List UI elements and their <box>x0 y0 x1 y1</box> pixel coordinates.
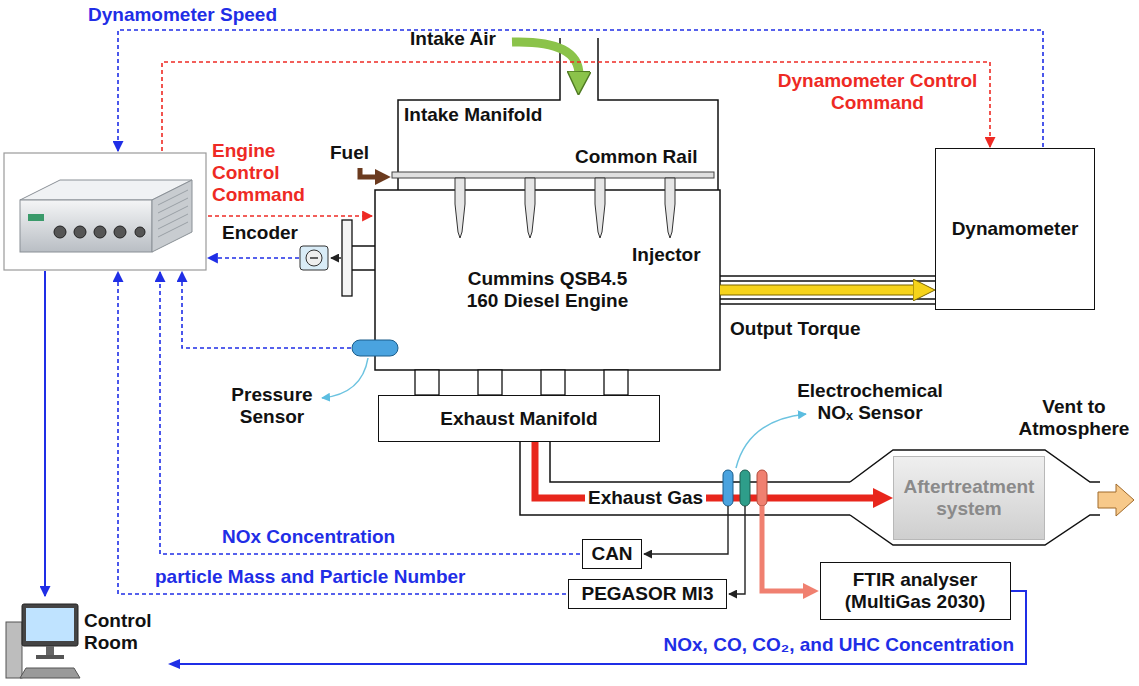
flow-label: NOx, CO, CO₂, and UHC Concentration <box>664 634 1014 656</box>
flow-label: Output Torque <box>730 318 861 340</box>
component-label: FTIR analyser (MultiGas 2030) <box>828 569 1003 613</box>
signal-label: NOx Concentration <box>222 526 395 548</box>
encoder-link <box>331 257 341 258</box>
controller-connector <box>135 227 145 237</box>
component-box: PEGASOR MI3 <box>568 579 727 609</box>
component-box: Dynamometer <box>935 148 1095 310</box>
flow-label: Exhaust Gas <box>585 487 706 509</box>
encoder-mark <box>310 257 318 259</box>
common-rail <box>392 172 714 178</box>
signal-label: Electrochemical NOₓ Sensor <box>785 380 955 424</box>
component-box: Aftertreatment system <box>893 456 1045 540</box>
controller-ridges <box>158 190 188 237</box>
exhaust-runner <box>478 370 502 395</box>
computer-screen <box>26 608 74 641</box>
signal-label: Vent to Atmosphere <box>1016 396 1132 440</box>
controller-connector <box>74 226 86 238</box>
component-box: Control Room <box>4 598 168 684</box>
flow-arrow <box>720 290 913 291</box>
controller-port <box>28 214 44 221</box>
monitor-stand <box>46 646 54 655</box>
intake-manifold-outline <box>598 38 718 190</box>
injector-symbol <box>525 178 535 238</box>
pressure-sensor-symbol <box>352 340 398 356</box>
sensor-wire <box>644 506 728 554</box>
signal-label: particle Mass and Particle Number <box>155 566 465 588</box>
crank-shaft <box>352 269 375 271</box>
flywheel-flange <box>342 220 352 296</box>
crank-shaft <box>352 245 375 247</box>
monitor-base <box>36 655 64 659</box>
exhaust-pipe <box>520 442 850 515</box>
leader-line <box>736 414 806 468</box>
component-label: Intake Manifold <box>404 104 542 126</box>
keyboard <box>20 668 80 678</box>
signal-label: Fuel <box>330 142 369 164</box>
controller-connector <box>54 226 66 238</box>
leader-line <box>322 358 368 398</box>
output-shaft <box>720 275 935 276</box>
sample-line <box>762 506 806 591</box>
encoder-disc <box>306 250 322 266</box>
intake-air-arrow <box>512 42 579 76</box>
computer-monitor <box>22 604 78 646</box>
intake-manifold-outline <box>398 38 560 190</box>
command-wire <box>162 62 990 151</box>
ftir-sample-probe <box>757 470 767 506</box>
particle-sensor-probe <box>740 470 750 506</box>
computer-icon <box>4 598 82 684</box>
component-box: Exhaust Manifold <box>378 395 660 442</box>
component-box: CAN <box>582 539 642 569</box>
component-label: CAN <box>591 543 632 565</box>
controller-side <box>152 180 192 252</box>
controller-connector <box>114 226 126 238</box>
injector-symbol <box>595 178 605 238</box>
signal-label: Injector <box>632 244 701 266</box>
component-label: Dynamometer <box>952 218 1079 240</box>
signal-label: Dynamometer Speed <box>88 4 277 26</box>
signal-label: Intake Air <box>410 28 496 50</box>
encoder-symbol <box>300 246 328 270</box>
signal-wire <box>208 257 299 259</box>
component-box: FTIR analyser (MultiGas 2030) <box>820 562 1011 620</box>
signal-label: Encoder <box>222 222 298 244</box>
output-shaft <box>720 280 935 281</box>
signal-label: Common Rail <box>575 146 697 168</box>
component-label: Cummins QSB4.5 160 Diesel Engine <box>458 268 638 312</box>
data-wire <box>44 271 46 596</box>
exhaust-runner <box>541 370 565 395</box>
component-label: Aftertreatment system <box>899 476 1039 520</box>
signal-label: Dynamometer Control Command <box>770 70 985 114</box>
arrow-shaft <box>720 286 913 295</box>
injector-symbol <box>665 178 675 238</box>
controller-connector <box>94 226 106 238</box>
component-label: PEGASOR MI3 <box>582 583 714 605</box>
signal-wire <box>118 30 1043 151</box>
output-shaft <box>720 298 935 299</box>
exhaust-runner <box>415 370 439 395</box>
controller-frame <box>4 153 206 270</box>
injector-symbol <box>455 178 465 238</box>
fuel-arrow <box>360 168 378 177</box>
arrow-outline <box>720 285 913 296</box>
exhaust-runner <box>604 370 628 395</box>
signal-label: Engine Control Command <box>212 140 312 206</box>
component-label: Exhaust Manifold <box>440 408 597 430</box>
command-wire <box>208 215 372 217</box>
signal-wire <box>182 272 351 348</box>
aftertreatment-can <box>850 450 1100 545</box>
output-shaft <box>720 303 935 304</box>
vent-arrow <box>1098 484 1134 516</box>
nox-sensor-probe <box>723 470 733 506</box>
sensor-wire <box>729 506 745 594</box>
computer-tower <box>6 622 22 678</box>
component-box: Cummins QSB4.5 160 Diesel Engine <box>375 190 720 370</box>
controller-front <box>20 200 152 252</box>
component-label: Control Room <box>84 610 164 654</box>
signal-label: Pressure Sensor <box>222 384 322 428</box>
